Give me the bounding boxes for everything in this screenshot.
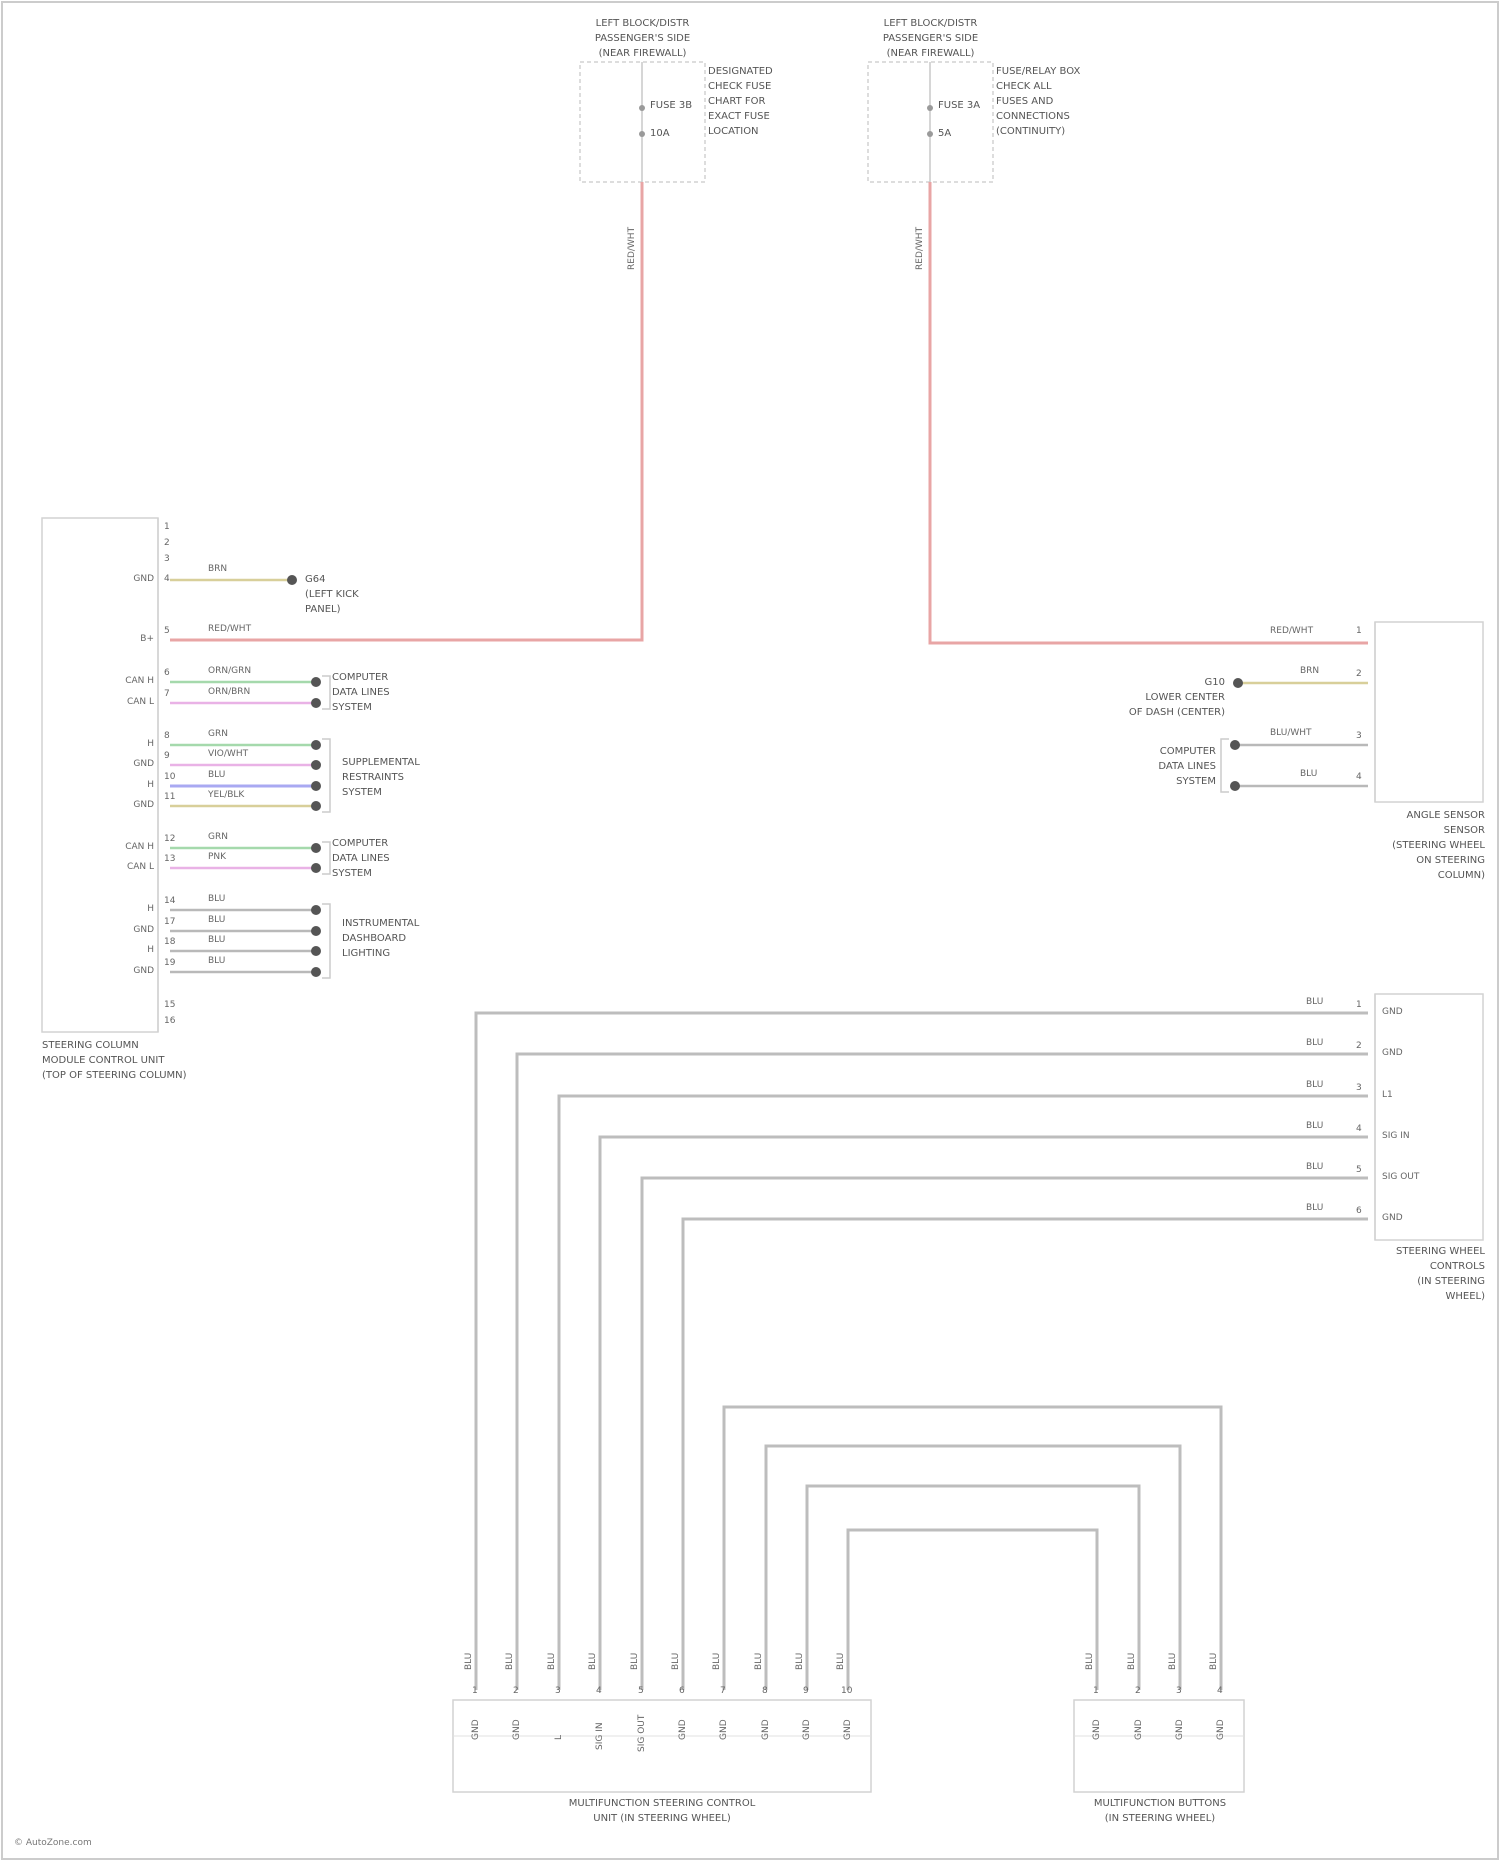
ground-terminal-g10 [1233, 678, 1243, 688]
loop-wire-3 [807, 1486, 1139, 1690]
button-module-box [1074, 1700, 1244, 1792]
connector-dot [311, 677, 321, 687]
fuse-left-top-dot [639, 105, 645, 111]
connector-dot [311, 863, 321, 873]
sensor-bracket [1221, 739, 1229, 792]
harness-wire-5 [642, 1178, 1368, 1690]
connector-dot [311, 760, 321, 770]
connector-dot [311, 781, 321, 791]
connector-dot [311, 801, 321, 811]
ground-terminal-g64 [287, 575, 297, 585]
fuse-left-bottom-dot [639, 131, 645, 137]
connector-dot [311, 698, 321, 708]
steering-wheel-controls-box [1375, 994, 1483, 1240]
bracket [322, 842, 330, 874]
connector-dot [311, 946, 321, 956]
harness-wire-2 [517, 1054, 1368, 1690]
bracket [322, 904, 330, 978]
bracket [322, 739, 330, 812]
loop-wire-1 [724, 1407, 1221, 1690]
red-feed-right [930, 182, 1368, 643]
steering-harness [476, 1013, 1368, 1690]
angle-sensor-box [1375, 622, 1483, 802]
group-brackets-left [322, 676, 330, 978]
loop-wire-2 [766, 1446, 1180, 1690]
connector-dot [311, 740, 321, 750]
harness-wire-6 [683, 1219, 1368, 1690]
left-connector-dots [311, 677, 321, 977]
harness-wire-1 [476, 1013, 1368, 1690]
loop-wire-4 [848, 1530, 1097, 1690]
red-feed-left [170, 182, 642, 640]
bracket [322, 676, 330, 709]
connector-dot [1230, 781, 1240, 791]
fuse-right-top-dot [927, 105, 933, 111]
multifunction-unit-box [453, 1700, 871, 1792]
connector-dot [1230, 740, 1240, 750]
connector-dot [311, 905, 321, 915]
connector-dot [311, 843, 321, 853]
fuse-right-bottom-dot [927, 131, 933, 137]
connector-dot [311, 967, 321, 977]
connector-dot [311, 926, 321, 936]
harness-wire-3 [559, 1096, 1368, 1690]
steering-column-module-box [42, 518, 158, 1032]
